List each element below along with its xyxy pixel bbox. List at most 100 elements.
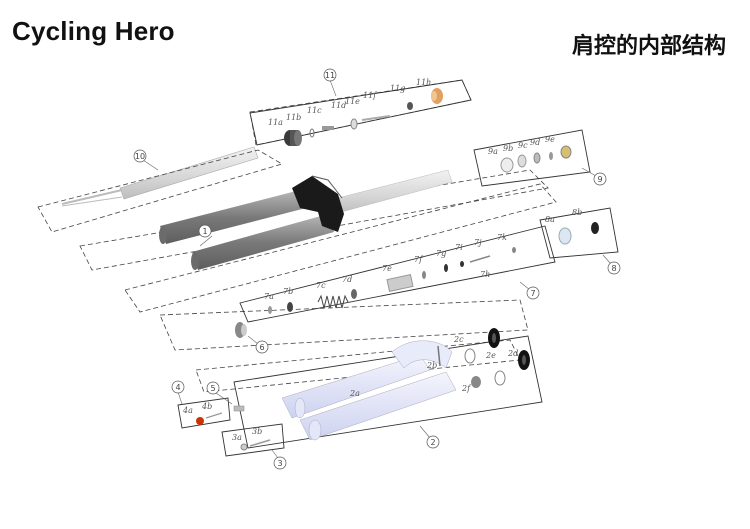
part-label-11b: 11b bbox=[286, 113, 301, 122]
part-label-7d: 7d bbox=[342, 275, 352, 284]
part-label-9c: 9c bbox=[518, 141, 528, 150]
part-2a-lower-legs bbox=[281, 340, 457, 441]
callout-10 bbox=[133, 149, 147, 163]
part-label-9a: 9a bbox=[488, 147, 498, 156]
brand-logo: Cycling Hero bbox=[12, 16, 175, 46]
part-label-11c: 11c bbox=[307, 106, 322, 115]
part-label-7k: 7k bbox=[497, 233, 507, 242]
part-label-2f: 2f bbox=[461, 384, 472, 393]
callout-4 bbox=[171, 380, 185, 394]
part-label-11h: 11h bbox=[416, 78, 431, 87]
part-label-2d: 2d bbox=[507, 349, 518, 358]
part-label-11d: 11d bbox=[331, 101, 346, 110]
callout-4-label: 4 bbox=[175, 383, 180, 392]
callout-8 bbox=[607, 261, 621, 275]
part-2e-washer-lower bbox=[494, 370, 506, 386]
part-7g bbox=[444, 264, 448, 272]
part-9a bbox=[500, 157, 514, 173]
part-8b bbox=[591, 222, 599, 234]
callout-2 bbox=[426, 435, 440, 449]
part-3b-bolt bbox=[249, 439, 271, 447]
part-9c bbox=[533, 152, 541, 164]
callout-10-label: 10 bbox=[135, 152, 145, 161]
part-label-3b: 3b bbox=[252, 427, 262, 436]
part-7a bbox=[268, 306, 272, 314]
group-11-box bbox=[249, 79, 472, 146]
callout-8-label: 8 bbox=[611, 264, 616, 273]
part-11a-cap bbox=[284, 130, 302, 146]
callout-9 bbox=[593, 172, 607, 186]
part-9b bbox=[517, 154, 527, 168]
part-3a-washer bbox=[240, 443, 248, 451]
part-label-7h: 7h bbox=[480, 270, 490, 279]
part-label-7b: 7b bbox=[283, 287, 293, 296]
part-label-11g: 11g bbox=[390, 84, 405, 93]
callout-5 bbox=[206, 381, 220, 395]
part-7f bbox=[422, 271, 426, 279]
group-9-box bbox=[473, 129, 591, 187]
callout-2-label: 2 bbox=[430, 438, 435, 447]
part-7b bbox=[287, 302, 293, 312]
part-label-2a: 2a bbox=[349, 389, 360, 398]
callout-5-label: 5 bbox=[210, 384, 215, 393]
part-7c-spring bbox=[317, 294, 349, 309]
part-6-seal bbox=[235, 322, 247, 338]
callout-7 bbox=[526, 286, 540, 300]
part-label-9d: 9d bbox=[530, 138, 540, 147]
part-label-2c: 2c bbox=[453, 335, 464, 344]
callout-7-label: 7 bbox=[530, 289, 535, 298]
part-4b-pin bbox=[205, 412, 223, 419]
part-label-2e: 2e bbox=[485, 351, 496, 360]
part-label-7c: 7c bbox=[316, 281, 326, 290]
part-label-7e: 7e bbox=[382, 264, 392, 273]
callout-1-label: 1 bbox=[202, 227, 207, 236]
part-11c-bolt bbox=[322, 126, 334, 130]
page-title: 肩控的内部结构 bbox=[571, 34, 726, 59]
group-8-box bbox=[539, 207, 619, 259]
part-7h bbox=[460, 261, 464, 267]
part-7e-cartridge bbox=[386, 274, 414, 292]
part-label-8a: 8a bbox=[545, 215, 555, 224]
part-label-7f: 7f bbox=[414, 255, 424, 264]
part-label-7a: 7a bbox=[264, 292, 274, 301]
group-7-box bbox=[239, 225, 556, 323]
callout-11 bbox=[323, 68, 337, 82]
callout-6 bbox=[255, 340, 269, 354]
part-2f-bushing bbox=[471, 376, 481, 388]
part-9d bbox=[549, 152, 553, 160]
part-7d bbox=[351, 289, 357, 299]
part-11f-rod bbox=[361, 115, 391, 121]
part-label-7j: 7j bbox=[474, 238, 482, 247]
part-7j bbox=[469, 255, 491, 263]
group-3-box bbox=[221, 423, 285, 457]
part-label-11f: 11f bbox=[363, 91, 378, 100]
part-11e-washer bbox=[350, 118, 358, 130]
part-11g-nut bbox=[407, 102, 413, 110]
part-label-4a: 4a bbox=[182, 406, 193, 415]
part-7k bbox=[512, 247, 516, 253]
part-5-bolt bbox=[233, 405, 245, 412]
group-4-box bbox=[177, 397, 231, 429]
guide-band-4 bbox=[159, 299, 529, 351]
part-2e-washer-upper bbox=[464, 348, 476, 364]
part-label-9b: 9b bbox=[503, 144, 513, 153]
part-2c-bolt bbox=[437, 345, 441, 367]
callout-3-label: 3 bbox=[277, 459, 282, 468]
callout-6-label: 6 bbox=[259, 343, 264, 352]
callout-9-label: 9 bbox=[597, 175, 602, 184]
part-label-3a: 3a bbox=[232, 433, 242, 442]
part-label-11a: 11a bbox=[268, 118, 283, 127]
part-label-7g: 7g bbox=[436, 249, 446, 258]
part-label-8b: 8b bbox=[572, 208, 582, 217]
callout-11-label: 11 bbox=[325, 71, 335, 80]
guide-band-1 bbox=[37, 149, 284, 233]
part-9e bbox=[560, 145, 572, 159]
part-label-4b: 4b bbox=[201, 402, 212, 411]
part-11b-oring bbox=[309, 128, 315, 138]
part-label-2b: 2b bbox=[426, 361, 437, 370]
part-4a-knob bbox=[196, 417, 204, 425]
part-label-7i: 7i bbox=[455, 243, 463, 252]
callout-1 bbox=[198, 224, 212, 238]
part-label-11e: 11e bbox=[345, 97, 360, 106]
